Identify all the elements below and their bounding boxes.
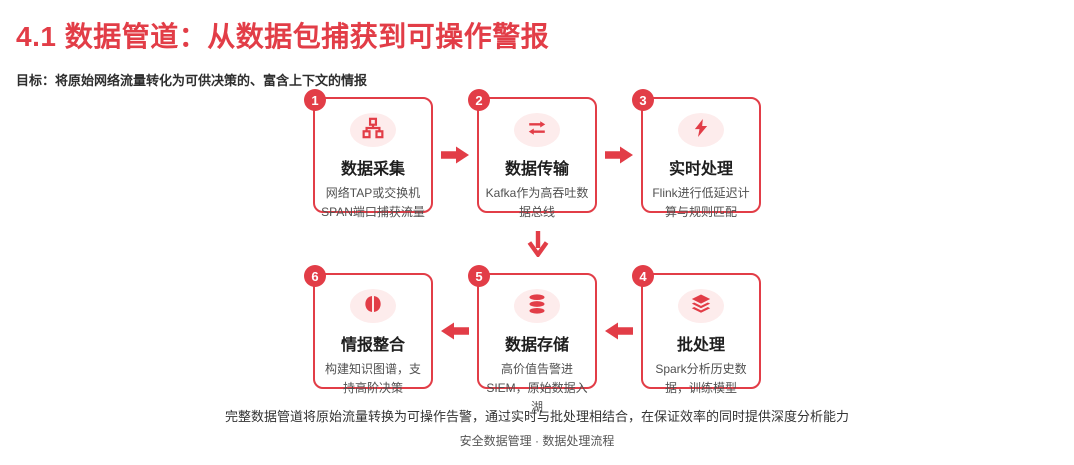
step-title: 数据存储: [504, 337, 569, 354]
step-number-badge: 2: [468, 89, 490, 111]
step-number-badge: 6: [304, 265, 326, 287]
step-number-badge: 3: [632, 89, 654, 111]
arrow-right-icon: [433, 146, 477, 164]
step-title: 实时处理: [668, 161, 733, 178]
icon-bubble: [678, 289, 724, 323]
page-title: 4.1 数据管道：从数据包捕获到可操作警报: [16, 21, 550, 52]
step-description: 网络TAP或交换机SPAN端口捕获流量: [321, 186, 425, 219]
step-card-realtime-processing: 3 实时处理 Flink进行低延迟计算与规则匹配: [632, 89, 761, 219]
step-card-data-collection: 1 数据采集 网络TAP或交换机SPAN端口捕获流量: [304, 89, 433, 219]
step-description: Flink进行低延迟计算与规则匹配: [652, 186, 750, 219]
step-card-data-storage: 5 数据存储 高价值告警进SIEM，原始数据入湖: [468, 265, 597, 414]
step-description: Kafka作为高吞吐数据总线: [485, 186, 589, 219]
step-title: 批处理: [676, 337, 725, 354]
step-title: 数据采集: [340, 161, 405, 178]
step-description: 构建知识图谱，支持高阶决策: [324, 362, 421, 395]
summary-text: 完整数据管道将原始流量转换为可操作告警，通过实时与批处理相结合，在保证效率的同时…: [224, 409, 849, 424]
exchange-icon: [526, 117, 548, 144]
pipeline-top-row: 1 数据采集 网络TAP或交换机SPAN端口捕获流量: [304, 89, 761, 219]
icon-bubble: [678, 113, 724, 147]
step-card-batch-processing: 4 批处理 Spark分析历史数据，训练模型: [632, 265, 761, 395]
step-card-intelligence-integration: 6 情报整合 构建知识图谱，支持高阶决策: [304, 265, 433, 395]
step-card-data-transport: 2 数据传输 Kafka作为高吞吐数据总线: [468, 89, 597, 219]
step-number-badge: 5: [468, 265, 490, 287]
arrow-left-icon: [433, 322, 477, 340]
icon-bubble: [514, 289, 560, 323]
arrow-right-icon: [597, 146, 641, 164]
step-description: 高价值告警进SIEM，原始数据入湖: [486, 362, 588, 414]
bolt-icon: [691, 118, 711, 143]
sitemap-icon: [362, 117, 384, 144]
icon-bubble: [350, 113, 396, 147]
database-icon: [526, 293, 548, 320]
arrow-down-icon: [527, 229, 549, 259]
step-number-badge: 1: [304, 89, 326, 111]
step-description: Spark分析历史数据，训练模型: [655, 362, 747, 395]
pipeline-bottom-row: 6 情报整合 构建知识图谱，支持高阶决策 5: [304, 265, 761, 414]
icon-bubble: [350, 289, 396, 323]
layers-icon: [690, 293, 712, 320]
footer-text: 安全数据管理 · 数据处理流程: [459, 434, 615, 448]
arrow-left-icon: [597, 322, 641, 340]
step-title: 数据传输: [504, 161, 569, 178]
step-title: 情报整合: [340, 337, 405, 354]
brain-icon: [363, 294, 383, 319]
step-number-badge: 4: [632, 265, 654, 287]
page-subtitle: 目标：将原始网络流量转化为可供决策的、富含上下文的情报: [16, 73, 368, 88]
icon-bubble: [514, 113, 560, 147]
